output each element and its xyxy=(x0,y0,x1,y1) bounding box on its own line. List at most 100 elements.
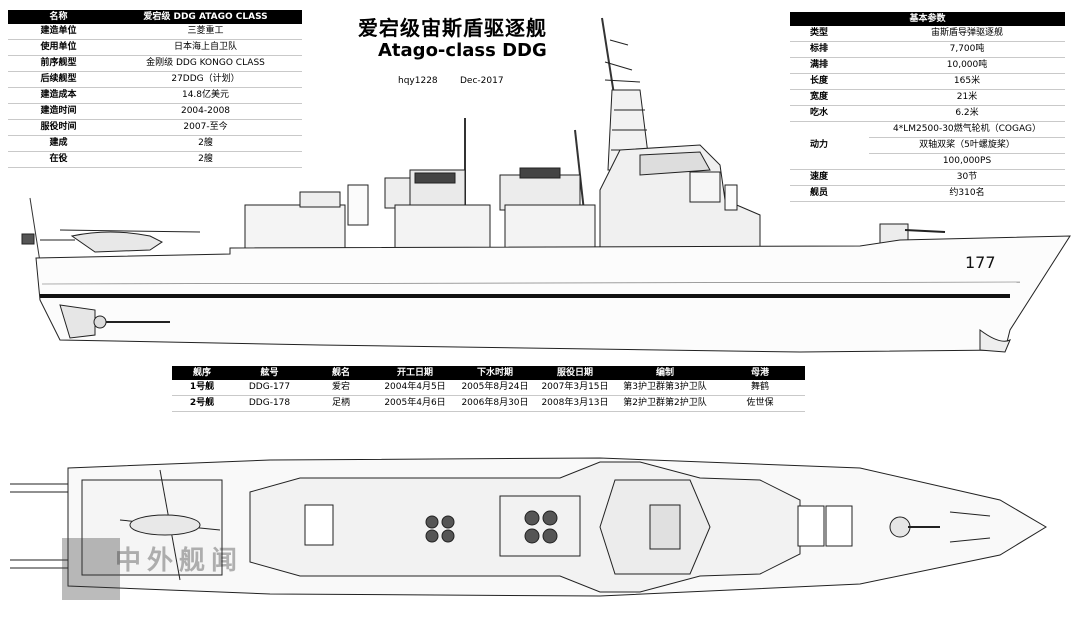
spec-key: 前序舰型 xyxy=(8,55,109,72)
param-key: 宽度 xyxy=(790,89,869,106)
header-key: 名称 xyxy=(8,10,109,24)
title-english: Atago-class DDG xyxy=(378,40,547,61)
table-header-row: 名称 爱宕级 DDG ATAGO CLASS xyxy=(8,10,302,24)
param-key: 吃水 xyxy=(790,105,869,122)
table-cell: DDG-178 xyxy=(232,395,307,412)
param-value: 约310名 xyxy=(869,185,1065,202)
top-plan-drawing xyxy=(10,457,1047,597)
table-cell: 第3护卫群第3护卫队 xyxy=(615,380,715,396)
table-cell: 第2护卫群第2护卫队 xyxy=(615,395,715,412)
param-value: 21米 xyxy=(869,89,1065,106)
spec-value: 日本海上自卫队 xyxy=(109,39,302,56)
table-row: 前序舰型金刚级 DDG KONGO CLASS xyxy=(8,55,302,72)
column-header: 舷号 xyxy=(232,366,307,380)
side-profile-drawing xyxy=(21,17,1071,353)
spec-value: 2艘 xyxy=(109,135,302,152)
param-key: 标排 xyxy=(790,41,869,58)
spec-value: 2004-2008 xyxy=(109,103,302,120)
param-value: 30节 xyxy=(869,169,1065,186)
spec-key: 服役时间 xyxy=(8,119,109,136)
spec-key: 建成 xyxy=(8,135,109,152)
header-value: 爱宕级 DDG ATAGO CLASS xyxy=(109,10,302,24)
param-value: 宙斯盾导弹驱逐舰 xyxy=(869,26,1065,42)
table-row: 100,000PS xyxy=(790,153,1065,170)
table-cell: 爱宕 xyxy=(307,380,375,396)
column-header: 舰名 xyxy=(307,366,375,380)
param-key-power: 动力 xyxy=(790,121,869,170)
spec-value: 2艘 xyxy=(109,151,302,168)
table-cell: 2005年4月6日 xyxy=(375,395,455,412)
spec-value: 2007-至今 xyxy=(109,119,302,136)
helicopter-icon xyxy=(40,229,201,253)
table-cell: 2号舰 xyxy=(172,395,232,412)
param-key: 舰员 xyxy=(790,185,869,202)
hull-number: 177 xyxy=(965,253,996,272)
credit-date: Dec-2017 xyxy=(460,76,504,86)
spec-key: 后续舰型 xyxy=(8,71,109,88)
table-row: 双轴双桨（5叶螺旋桨） xyxy=(790,137,1065,154)
table-cell: 舞鹤 xyxy=(715,380,805,396)
column-header: 母港 xyxy=(715,366,805,380)
column-header: 服役日期 xyxy=(535,366,615,380)
table-cell: 2007年3月15日 xyxy=(535,380,615,396)
param-key: 满排 xyxy=(790,57,869,74)
table-header-row: 基本参数 xyxy=(790,12,1065,26)
power-line: 4*LM2500-30燃气轮机（COGAG） xyxy=(869,121,1065,138)
flag-icon xyxy=(21,233,35,245)
power-line: 双轴双桨（5叶螺旋桨） xyxy=(869,137,1065,154)
param-value: 6.2米 xyxy=(869,105,1065,122)
table-cell: 2006年8月30日 xyxy=(455,395,535,412)
table-header-row: 舰序舷号舰名开工日期下水时期服役日期编制母港 xyxy=(172,366,805,380)
spec-value: 14.8亿美元 xyxy=(109,87,302,104)
spec-value: 三菱重工 xyxy=(109,24,302,40)
credit-author: hqy1228 xyxy=(398,76,438,86)
ship-overview-table: 名称 爱宕级 DDG ATAGO CLASS 建造单位三菱重工使用单位日本海上自… xyxy=(8,10,302,168)
table-cell: 足柄 xyxy=(307,395,375,412)
table-cell: 佐世保 xyxy=(715,395,805,412)
table-cell: 1号舰 xyxy=(172,380,232,396)
column-header: 编制 xyxy=(615,366,715,380)
column-header: 开工日期 xyxy=(375,366,455,380)
column-header: 舰序 xyxy=(172,366,232,380)
watermark-logo xyxy=(62,538,120,600)
spec-key: 建造成本 xyxy=(8,87,109,104)
spec-value: 金刚级 DDG KONGO CLASS xyxy=(109,55,302,72)
table-row: 类型宙斯盾导弹驱逐舰 xyxy=(790,26,1065,42)
table-row: 建造单位三菱重工 xyxy=(8,24,302,40)
spec-value: 27DDG（计划） xyxy=(109,71,302,88)
helicopter-top-icon xyxy=(119,469,221,581)
param-key: 速度 xyxy=(790,169,869,186)
param-key: 类型 xyxy=(790,26,869,42)
title-chinese: 爱宕级宙斯盾驱逐舰 xyxy=(358,16,547,40)
param-value: 10,000吨 xyxy=(869,57,1065,74)
spec-key: 建造时间 xyxy=(8,103,109,120)
table-cell: 2005年8月24日 xyxy=(455,380,535,396)
spec-key: 使用单位 xyxy=(8,39,109,56)
spec-key: 在役 xyxy=(8,151,109,168)
table-cell: 2004年4月5日 xyxy=(375,380,455,396)
param-value: 7,700吨 xyxy=(869,41,1065,58)
power-line: 100,000PS xyxy=(869,153,1065,170)
spec-key: 建造单位 xyxy=(8,24,109,40)
param-key: 长度 xyxy=(790,73,869,90)
param-value: 165米 xyxy=(869,73,1065,90)
table-row: 使用单位日本海上自卫队 xyxy=(8,39,302,56)
watermark-text: 中外舰闻 xyxy=(115,546,244,576)
